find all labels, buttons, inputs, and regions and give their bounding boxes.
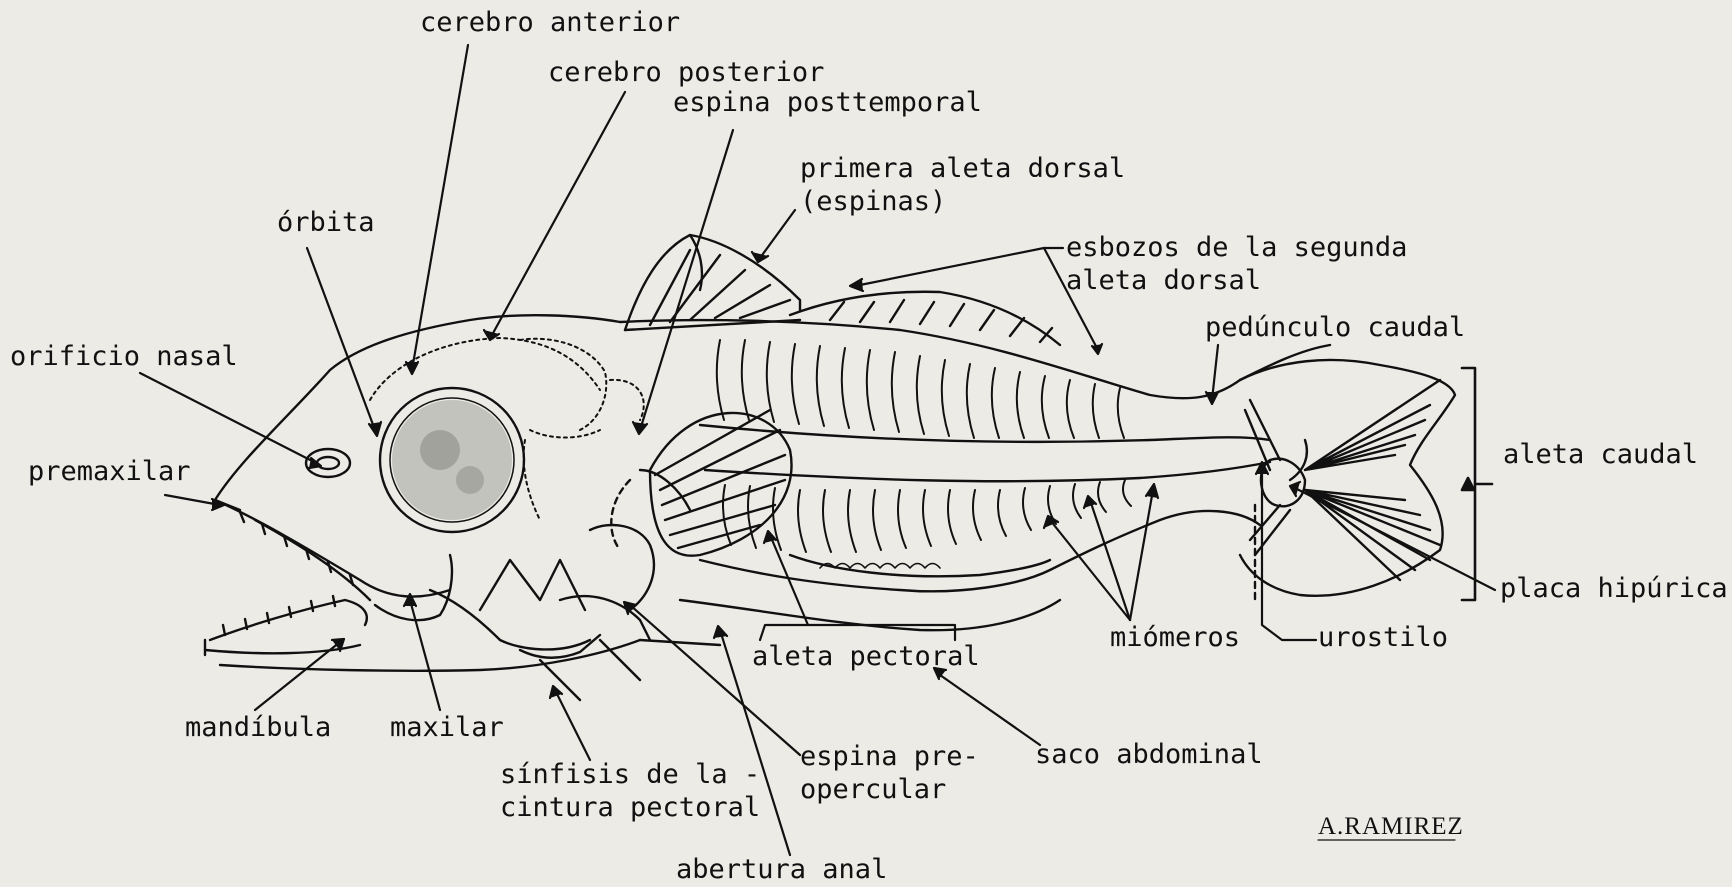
label-saco-abdominal: saco abdominal xyxy=(1035,740,1263,770)
label-urostilo: urostilo xyxy=(1318,623,1448,653)
jaws xyxy=(205,500,452,655)
second-dorsal-fin xyxy=(790,292,1060,345)
label-orificio-nasal: orificio nasal xyxy=(10,342,238,372)
label-primera-aleta-dorsal-espinas: (espinas) xyxy=(800,187,946,217)
body-outline xyxy=(215,315,1330,671)
author-signature: A.RAMIREZ xyxy=(1318,812,1464,842)
notochord xyxy=(700,425,1270,481)
label-maxilar: maxilar xyxy=(390,713,504,743)
caudal-bracket xyxy=(1462,368,1492,600)
label-placa-hipurica: placa hipúrica xyxy=(1500,574,1728,604)
first-dorsal-fin xyxy=(625,235,800,330)
label-cerebro-anterior: cerebro anterior xyxy=(420,8,680,38)
label-premaxilar: premaxilar xyxy=(28,457,191,487)
label-espina-posttemporal: espina posttemporal xyxy=(673,88,982,118)
caudal-fin xyxy=(1240,360,1455,600)
myomeres xyxy=(717,340,1131,552)
label-espina-pre: espina pre- xyxy=(800,742,979,772)
label-miomeros: miómeros xyxy=(1110,623,1240,653)
label-sinfisis: sínfisis de la - xyxy=(500,760,760,790)
eye xyxy=(380,388,524,532)
label-orbita: órbita xyxy=(277,208,375,238)
label-primera-aleta-dorsal: primera aleta dorsal xyxy=(800,154,1125,184)
label-cerebro-posterior: cerebro posterior xyxy=(548,58,824,88)
label-abertura-anal: abertura anal xyxy=(676,855,887,885)
label-aleta-caudal: aleta caudal xyxy=(1503,440,1698,470)
abdominal-sac xyxy=(640,555,1060,645)
label-pedunculo-caudal: pedúnculo caudal xyxy=(1205,313,1465,343)
label-esbozos-segunda: esbozos de la segunda xyxy=(1066,233,1407,263)
label-esbozos-aleta-dorsal: aleta dorsal xyxy=(1066,266,1261,296)
label-opercular: opercular xyxy=(800,775,946,805)
label-mandibula: mandíbula xyxy=(185,713,331,743)
label-cintura-pectoral: cintura pectoral xyxy=(500,793,760,823)
label-aleta-pectoral: aleta pectoral xyxy=(752,642,980,672)
